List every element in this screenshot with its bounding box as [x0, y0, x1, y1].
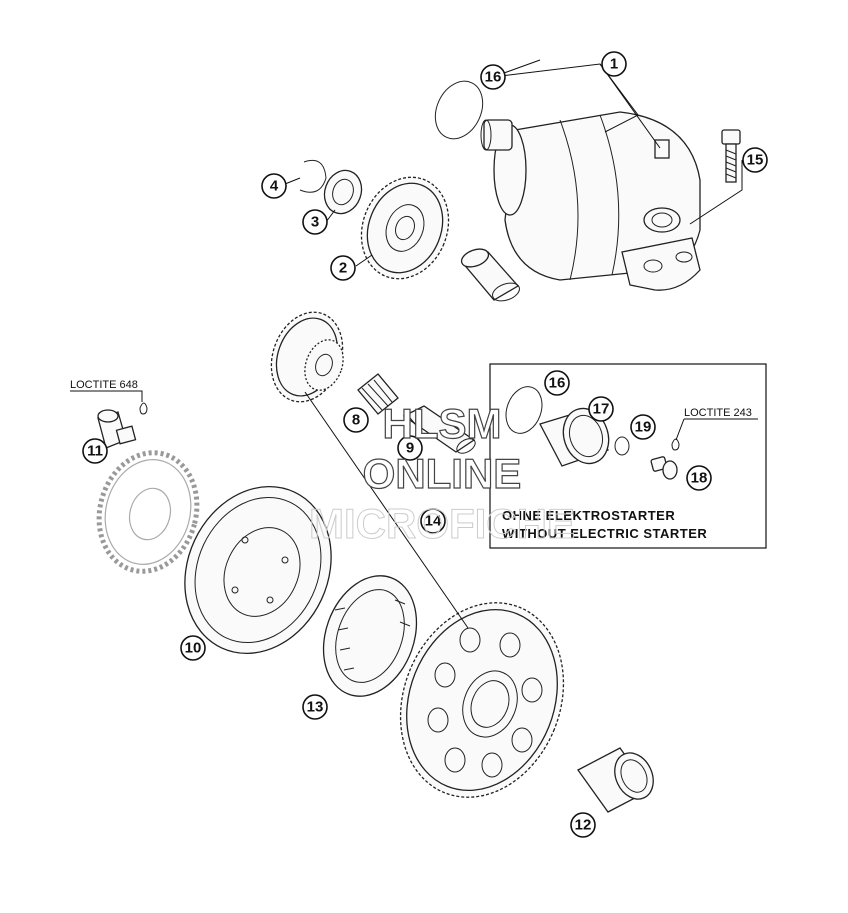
callout-2: 2: [330, 255, 356, 281]
callout-3: 3: [302, 209, 328, 235]
svg-text:8: 8: [352, 412, 360, 429]
watermark-line-3: MICROFICHE: [309, 500, 575, 547]
svg-text:14: 14: [425, 513, 442, 530]
washer-3: [323, 169, 363, 215]
callout-18: 18: [686, 465, 712, 491]
svg-text:10: 10: [185, 640, 202, 657]
watermark-line-1: HLSM: [383, 400, 502, 447]
svg-text:11: 11: [87, 443, 103, 460]
loctite-243-label: LOCTITE 243: [684, 407, 752, 419]
callout-19: 19: [630, 414, 656, 440]
inset-line-2: WITHOUT ELECTRIC STARTER: [502, 526, 707, 541]
svg-text:2: 2: [339, 260, 347, 277]
o-ring-top: [434, 80, 484, 140]
svg-text:4: 4: [270, 178, 279, 195]
freewheel-gear: [96, 450, 200, 574]
svg-text:1: 1: [610, 56, 618, 73]
callout-1: 1: [601, 51, 627, 77]
svg-text:9: 9: [406, 440, 414, 457]
watermark: HLSM ONLINE MICROFICHE: [309, 399, 576, 547]
svg-text:19: 19: [635, 419, 652, 436]
bushing: [460, 248, 520, 302]
svg-text:15: 15: [747, 152, 764, 169]
callout-15: 15: [742, 147, 768, 173]
intermediate-gear: [360, 176, 450, 280]
needle-bearing-12: [577, 747, 654, 813]
svg-text:16: 16: [549, 375, 566, 392]
callout-12: 12: [570, 812, 596, 838]
callout-16-inset: 16: [544, 370, 570, 396]
o-ring-inset: [505, 386, 543, 434]
double-gear: [270, 311, 344, 403]
callout-4: 4: [261, 173, 287, 199]
inset-line-1: OHNE ELEKTROSTARTER: [502, 508, 675, 523]
bolt-15: [721, 129, 741, 183]
cover-17: [539, 407, 610, 467]
starter-motor: [480, 111, 701, 291]
freewheel-13: [322, 575, 418, 697]
plug-11: [97, 402, 148, 449]
svg-text:17: 17: [593, 401, 610, 418]
circlip: [299, 159, 327, 193]
callout-11: 11: [82, 438, 108, 464]
svg-text:18: 18: [691, 470, 708, 487]
needle-bearing-8: [357, 373, 399, 415]
flywheel-10: [184, 485, 332, 655]
callout-9: 9: [397, 435, 423, 461]
shaft-9: [402, 405, 476, 454]
svg-text:16: 16: [485, 69, 502, 86]
washer-19: [614, 436, 630, 456]
callout-10: 10: [180, 635, 206, 661]
callout-14: 14: [420, 508, 446, 534]
svg-text:3: 3: [311, 214, 319, 231]
svg-text:12: 12: [575, 817, 592, 834]
watermark-line-2: ONLINE: [363, 450, 522, 497]
screw-18: [650, 438, 680, 480]
loctite-648-label: LOCTITE 648: [70, 379, 138, 391]
starter-gear-14: [399, 602, 565, 798]
inset-box: OHNE ELEKTROSTARTER WITHOUT ELECTRIC STA…: [489, 363, 767, 549]
callout-8: 8: [343, 407, 369, 433]
svg-text:13: 13: [307, 699, 324, 716]
callout-13: 13: [302, 694, 328, 720]
callout-17: 17: [588, 396, 614, 422]
callout-16-top: 16: [480, 64, 506, 90]
